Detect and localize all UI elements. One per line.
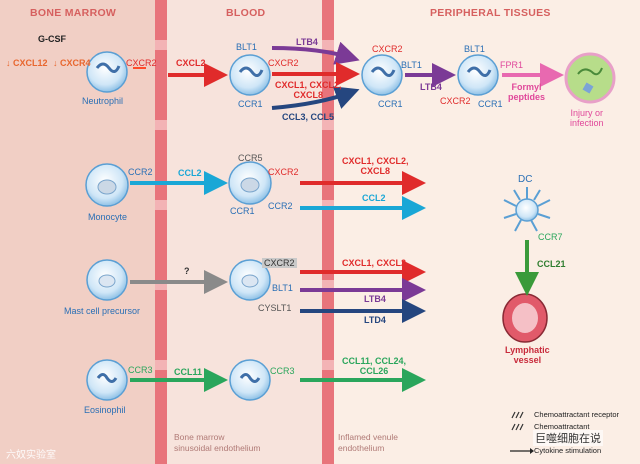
label-mast-cell-precursor: Mast cell precursor <box>64 306 141 316</box>
label-blt1-blood: BLT1 <box>236 42 257 52</box>
label-gcsf: G-CSF <box>38 34 66 44</box>
legend-chemoattractant: Chemoattractant <box>534 422 590 431</box>
label-ccl21: CCL21 <box>537 259 566 269</box>
label-cxcl-mix-monocyte: CXCL1, CXCL2, CXCL8 <box>342 156 409 176</box>
watermark-right: 巨噬细胞在说 <box>533 430 603 446</box>
label-injury-infection: Injury or infection <box>570 108 604 128</box>
label-ccl2-tissue: CCL2 <box>362 193 386 203</box>
lymphatic-vessel <box>502 293 548 343</box>
label-ccr1-blood: CCR1 <box>238 99 263 109</box>
label-cxcr4-down: ↓ CXCR4 <box>53 58 91 68</box>
header-blood: BLOOD <box>226 7 266 19</box>
label-fpr1: FPR1 <box>500 60 524 70</box>
label-ccr1-tissue: CCR1 <box>378 99 403 109</box>
label-ccr5: CCR5 <box>238 153 263 163</box>
label-ccl2-blood: CCL2 <box>178 168 202 178</box>
label-ccr1-mono: CCR1 <box>230 206 255 216</box>
venule-endothelium-wall <box>322 0 334 464</box>
eosinophil-cell-bm <box>86 359 128 401</box>
injury-site <box>564 52 616 104</box>
monocyte-cell-blood <box>228 161 272 205</box>
label-ccr7: CCR7 <box>538 232 563 242</box>
label-cxcl1-cxcl2: CXCL1, CXCL2 <box>342 258 407 268</box>
neutrophil-cell-tissue-1 <box>361 54 403 96</box>
dendritic-cell <box>503 187 551 232</box>
neutrophil-cell-blood <box>229 54 271 96</box>
legend-receptor: Chemoattractant receptor <box>534 410 620 419</box>
watermark-left: 六奴实验室 <box>6 450 56 461</box>
bone-marrow-endothelium-wall <box>155 0 167 464</box>
caption-venule-endothelium: Inflamed venule endothelium <box>338 432 399 453</box>
label-cxcl12-down: ↓ CXCL12 <box>6 58 48 68</box>
header-bone-marrow: BONE MARROW <box>30 7 117 19</box>
label-ccr3-blood: CCR3 <box>270 366 295 376</box>
label-cxcr2-mono: CXCR2 <box>268 167 299 177</box>
label-cxcr2-mast: CXCR2 <box>262 258 297 268</box>
neutrophil-cell-tissue-2 <box>457 54 499 96</box>
label-cxcr2-bm: CXCR2 <box>126 58 157 68</box>
monocyte-cell-bm <box>85 163 129 207</box>
label-eosinophil: Eosinophil <box>84 405 126 415</box>
label-neutrophil: Neutrophil <box>82 96 124 106</box>
header-peripheral-tissues: PERIPHERAL TISSUES <box>430 7 551 19</box>
label-blt1-tissue-2: BLT1 <box>464 44 485 54</box>
eosinophil-cell-blood <box>229 359 271 401</box>
label-ltd4: LTD4 <box>364 315 386 325</box>
mast-cell-bm <box>86 259 128 301</box>
label-ccl11: CCL11 <box>174 367 203 377</box>
label-unknown: ? <box>184 266 190 276</box>
label-cxcr2-tissue: CXCR2 <box>372 44 403 54</box>
label-monocyte: Monocyte <box>88 212 128 222</box>
label-ccr3-bm: CCR3 <box>128 365 153 375</box>
label-dc: DC <box>518 174 533 185</box>
label-ccr2-bm: CCR2 <box>128 167 153 177</box>
caption-bm-endothelium: Bone marrow sinusoidal endothelium <box>174 432 261 453</box>
label-blt1-tissue: BLT1 <box>401 60 422 70</box>
label-cxcr2-blood: CXCR2 <box>268 58 299 68</box>
label-cysltr1: CYSLT1 <box>258 303 292 313</box>
mast-cell-blood <box>229 259 271 301</box>
label-ltb4-mast: LTB4 <box>364 294 386 304</box>
neutrophil-cell-bm <box>86 51 128 93</box>
label-ccl3-ccl5: CCL3, CCL5 <box>282 112 335 122</box>
legend-cytokine: Cytokine stimulation <box>534 446 602 455</box>
bone-marrow-zone <box>0 0 162 464</box>
label-lymphatic-vessel: Lymphatic vessel <box>505 345 550 365</box>
label-cxcl-mix-neutrophil: CXCL1, CXCL2, CXCL8 <box>275 80 342 100</box>
label-ccr1-tissue-2: CCR1 <box>478 99 503 109</box>
label-cxcl2: CXCL2 <box>176 58 206 68</box>
label-ltb4-mid: LTB4 <box>420 82 442 92</box>
label-ltb4-top: LTB4 <box>296 37 318 47</box>
label-cxcr2-tissue-2: CXCR2 <box>440 96 471 106</box>
legend-icons <box>510 411 534 454</box>
label-blt1-mast: BLT1 <box>272 283 293 293</box>
label-ccl-mix: CCL11, CCL24, CCL26 <box>342 356 407 376</box>
label-formyl-peptides: Formyl peptides <box>508 82 546 102</box>
label-ccr2-mono: CCR2 <box>268 201 293 211</box>
